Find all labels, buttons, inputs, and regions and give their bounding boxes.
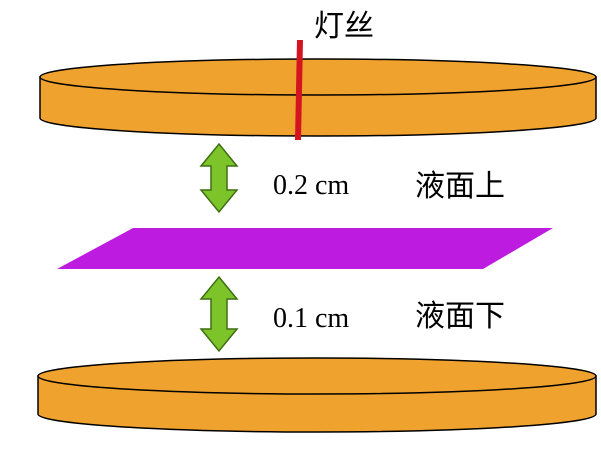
upper-gap-value: 0.2 cm — [273, 170, 350, 201]
lower-gap-value: 0.1 cm — [273, 303, 350, 334]
upper-gap-arrow-icon — [199, 142, 239, 214]
upper-disk-top — [39, 58, 597, 96]
lower-disk-top — [37, 357, 597, 395]
upper-electrode-disk — [39, 58, 597, 137]
lower-electrode-disk — [37, 357, 597, 433]
filament-line — [295, 39, 303, 141]
upper-gap-name: 液面上 — [415, 169, 505, 204]
filament-label: 灯丝 — [314, 9, 374, 44]
lower-gap-name: 液面下 — [415, 299, 505, 334]
liquid-surface — [57, 228, 553, 269]
lower-gap-arrow-icon — [199, 275, 239, 353]
